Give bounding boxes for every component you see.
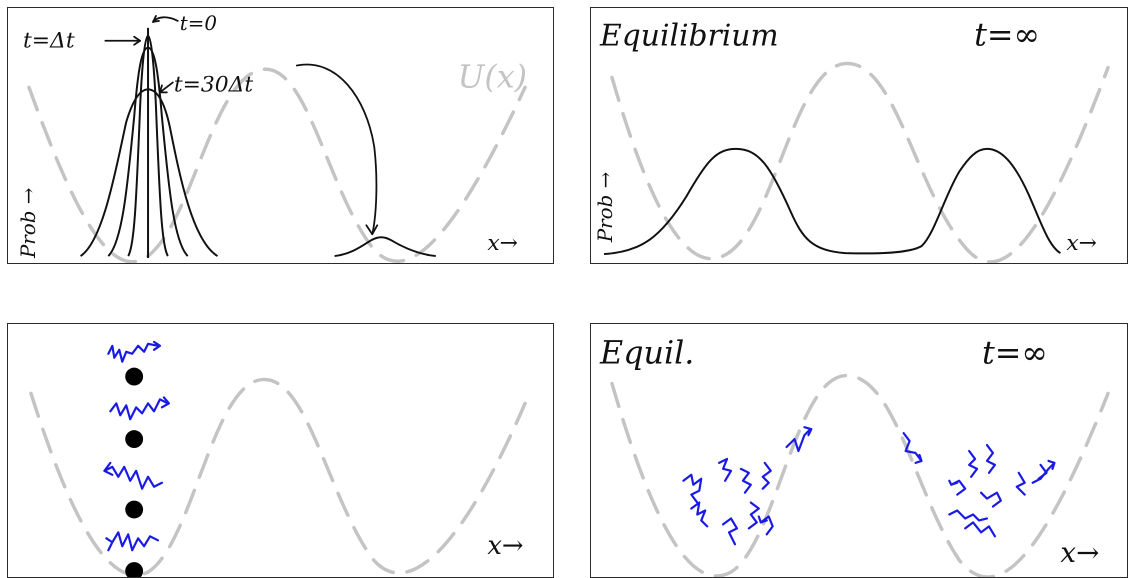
random-kick-squiggle [739, 467, 752, 494]
distribution-equilibrium [603, 147, 1061, 256]
potential-curve [29, 377, 527, 577]
label-potential: U(x) [458, 59, 527, 95]
particle-bead [125, 367, 144, 386]
potential-curve [610, 61, 1110, 263]
random-kick-squiggle [902, 432, 923, 464]
panel-title: Equil. [599, 336, 694, 372]
random-kick-squiggle [964, 521, 997, 538]
arrow-t-30dt-head [159, 84, 168, 94]
random-kick-squiggle [948, 509, 989, 522]
arrow-t-30dt [159, 81, 174, 94]
random-kick-squiggle [103, 461, 164, 490]
time-label: t=∞ [982, 336, 1048, 372]
arrow-to-right-well [295, 63, 378, 236]
particle-bead [125, 562, 144, 577]
arrow-to-right-well-head [365, 224, 379, 236]
label-t-30dt: t=30Δt [174, 72, 254, 97]
random-kick-squiggle [761, 461, 772, 490]
x-axis-label: x→ [1060, 536, 1099, 569]
panel-equilibrium-particles-drawing: Equil. t=∞ x→ [599, 336, 1110, 577]
panel-equilibrium-distribution-drawing: Equilibrium t=∞ Prob → x→ [594, 18, 1110, 263]
panel-initial-distribution: t=0 t=Δt t=30Δt U(x) Prob → x→ [7, 7, 554, 264]
random-kick-squiggle [1015, 463, 1048, 496]
y-axis-label: Prob → [17, 188, 40, 259]
arrow-t-dt-head [133, 35, 141, 46]
random-kick-squiggle [968, 449, 979, 478]
panel-equilibrium-distribution: Equilibrium t=∞ Prob → x→ [590, 7, 1128, 264]
random-kick-squiggle [107, 340, 162, 363]
random-kick-squiggle [721, 517, 739, 546]
time-label: t=∞ [974, 18, 1040, 54]
distribution-right-well [334, 236, 436, 258]
particle-bead [125, 500, 144, 519]
random-kick-squiggle [948, 479, 967, 496]
x-axis-label: x→ [487, 531, 523, 561]
panel-initial-particles-drawing: x→ [29, 340, 527, 577]
panel-initial-distribution-drawing: t=0 t=Δt t=30Δt U(x) Prob → x→ [17, 12, 527, 263]
random-kick-squiggle [109, 396, 170, 421]
random-kick-squiggle [979, 491, 1002, 508]
random-kick-squiggle [747, 501, 760, 530]
particle-bead [125, 430, 144, 449]
random-kick-squiggle [985, 443, 997, 474]
random-kick-squiggle [785, 426, 813, 453]
potential-curve [610, 373, 1110, 577]
panel-equilibrium-particles: Equil. t=∞ x→ [590, 323, 1128, 578]
x-axis-label: x→ [487, 231, 518, 256]
potential-curve [27, 67, 527, 263]
label-t-zero: t=0 [180, 12, 217, 35]
y-axis-label: Prob → [594, 172, 617, 243]
random-kick-squiggle [757, 515, 774, 536]
random-kick-squiggle [1031, 459, 1056, 484]
random-kick-squiggle [690, 501, 709, 528]
panel-title: Equilibrium [599, 19, 779, 54]
random-kick-squiggle [682, 473, 703, 504]
panel-initial-particles: x→ [7, 323, 554, 578]
label-t-dt: t=Δt [23, 29, 75, 54]
x-axis-label: x→ [1066, 231, 1097, 256]
random-kick-squiggle [718, 457, 733, 482]
random-kick-squiggle [105, 531, 160, 552]
arrow-t0-head [152, 15, 160, 23]
